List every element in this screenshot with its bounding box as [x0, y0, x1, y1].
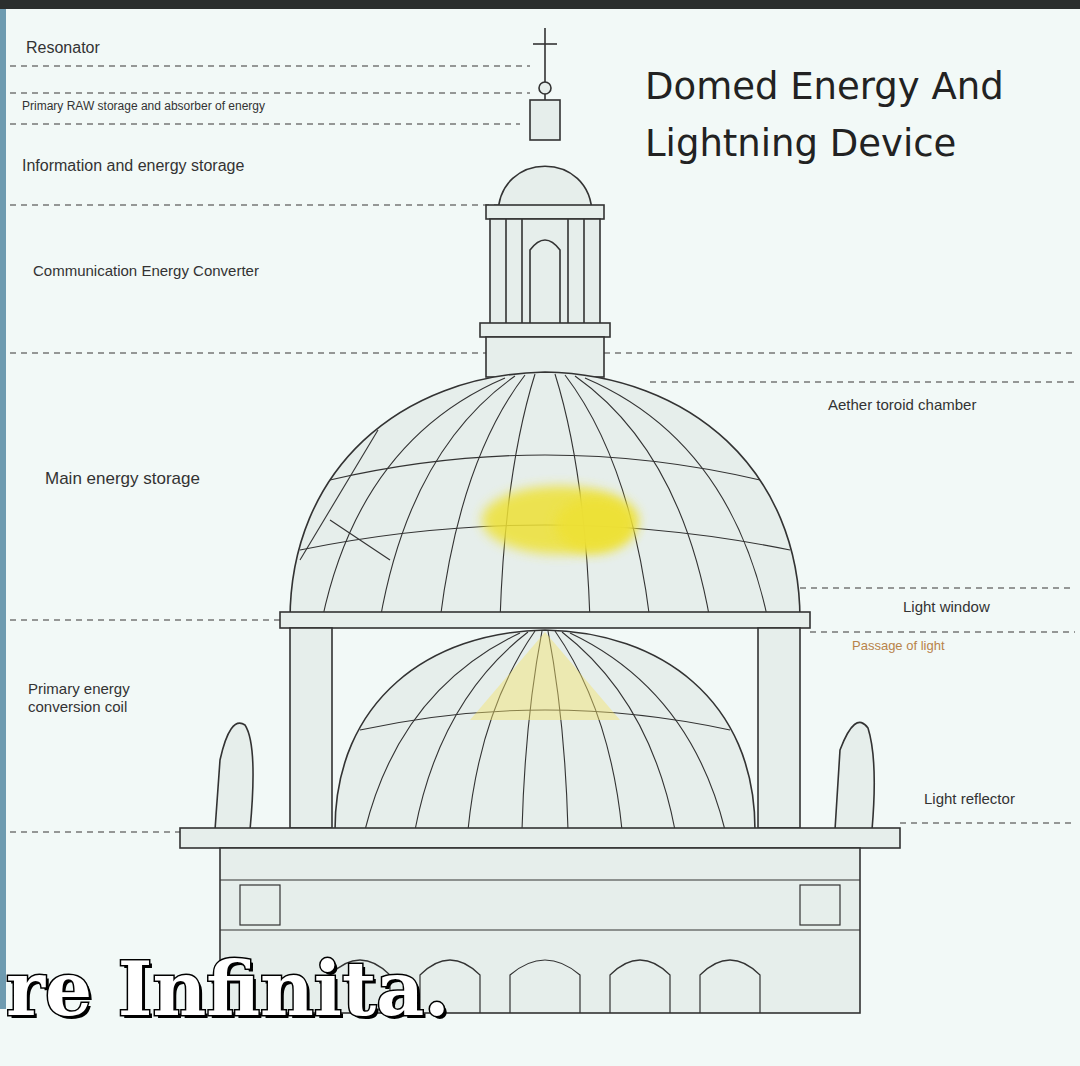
- part-label: Main energy storage: [45, 469, 200, 489]
- part-label: Primary RAW storage and absorber of ener…: [22, 99, 265, 113]
- part-label: Resonator: [26, 38, 100, 57]
- part-label: Primary energy conversion coil: [28, 680, 178, 716]
- diagram-title: Domed Energy And Lightning Device: [645, 58, 1065, 173]
- part-label: Light window: [903, 598, 990, 616]
- part-label: Passage of light: [852, 638, 945, 654]
- part-label: Information and energy storage: [22, 156, 244, 175]
- part-label: Light reflector: [924, 790, 1015, 808]
- part-label: Aether toroid chamber: [828, 396, 976, 414]
- part-label: Communication Energy Converter: [33, 262, 259, 280]
- watermark: re Infinita.: [6, 952, 450, 1026]
